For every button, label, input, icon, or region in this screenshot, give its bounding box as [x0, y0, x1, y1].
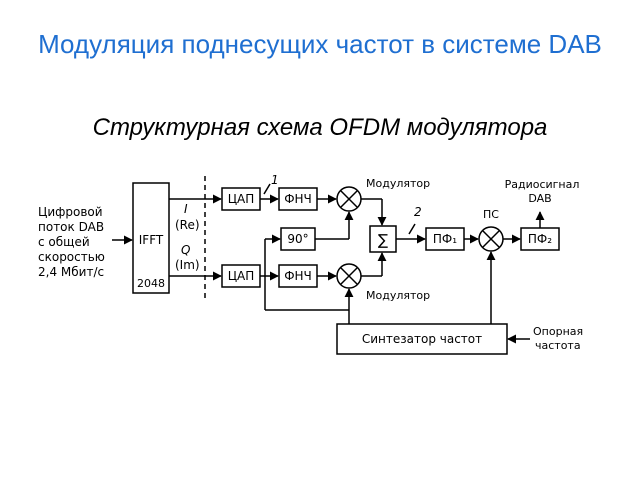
- lpf-top-label: ФНЧ: [284, 192, 312, 206]
- ifft-block: [132, 182, 170, 294]
- reference-line-1: Опорная: [533, 325, 583, 338]
- ps-label: ПС: [483, 208, 499, 221]
- reference-line-2: частота: [535, 339, 581, 352]
- im-label: (Im): [175, 258, 200, 272]
- input-line-2: поток DAB: [38, 220, 104, 234]
- slide-subtitle: Структурная схема OFDM модулятора: [92, 114, 548, 141]
- re-label: (Re): [175, 218, 200, 232]
- lpf-bottom-label: ФНЧ: [284, 269, 312, 283]
- output-line-1: Радиосигнал: [505, 178, 580, 191]
- input-line-1: Цифровой: [38, 205, 103, 219]
- input-line-4: скоростью: [38, 250, 105, 264]
- modulator-top-label: Модулятор: [366, 177, 430, 190]
- i-label: I: [184, 202, 188, 216]
- point-1-tick: [263, 183, 271, 195]
- ifft-size-label: 2048: [137, 277, 165, 290]
- bpf2-label: ПФ₂: [528, 232, 552, 246]
- output-line-2: DAB: [528, 192, 551, 205]
- dac-top-label: ЦАП: [228, 192, 255, 206]
- q-label: Q: [181, 243, 190, 257]
- point-1-label: 1: [271, 173, 279, 187]
- bpf1-label: ПФ₁: [433, 232, 457, 246]
- modulator-bottom-label: Модулятор: [366, 289, 430, 302]
- synthesizer-block: [336, 323, 508, 355]
- input-line-3: с общей: [38, 235, 90, 249]
- sum-symbol: ∑: [378, 231, 388, 249]
- dac-bottom-label: ЦАП: [228, 269, 255, 283]
- point-2-tick: [408, 223, 416, 235]
- input-line-5: 2,4 Мбит/с: [38, 265, 104, 279]
- slide-title-text: Модуляция поднесущих частот в системе DA…: [38, 29, 602, 59]
- synthesizer-label: Синтезатор частот: [362, 332, 482, 346]
- ifft-label: IFFT: [139, 233, 164, 247]
- phase-shift-label: 90°: [287, 232, 308, 246]
- slide-title: Модуляция поднесущих частот в системе DA…: [0, 28, 640, 60]
- point-2-label: 2: [414, 205, 422, 219]
